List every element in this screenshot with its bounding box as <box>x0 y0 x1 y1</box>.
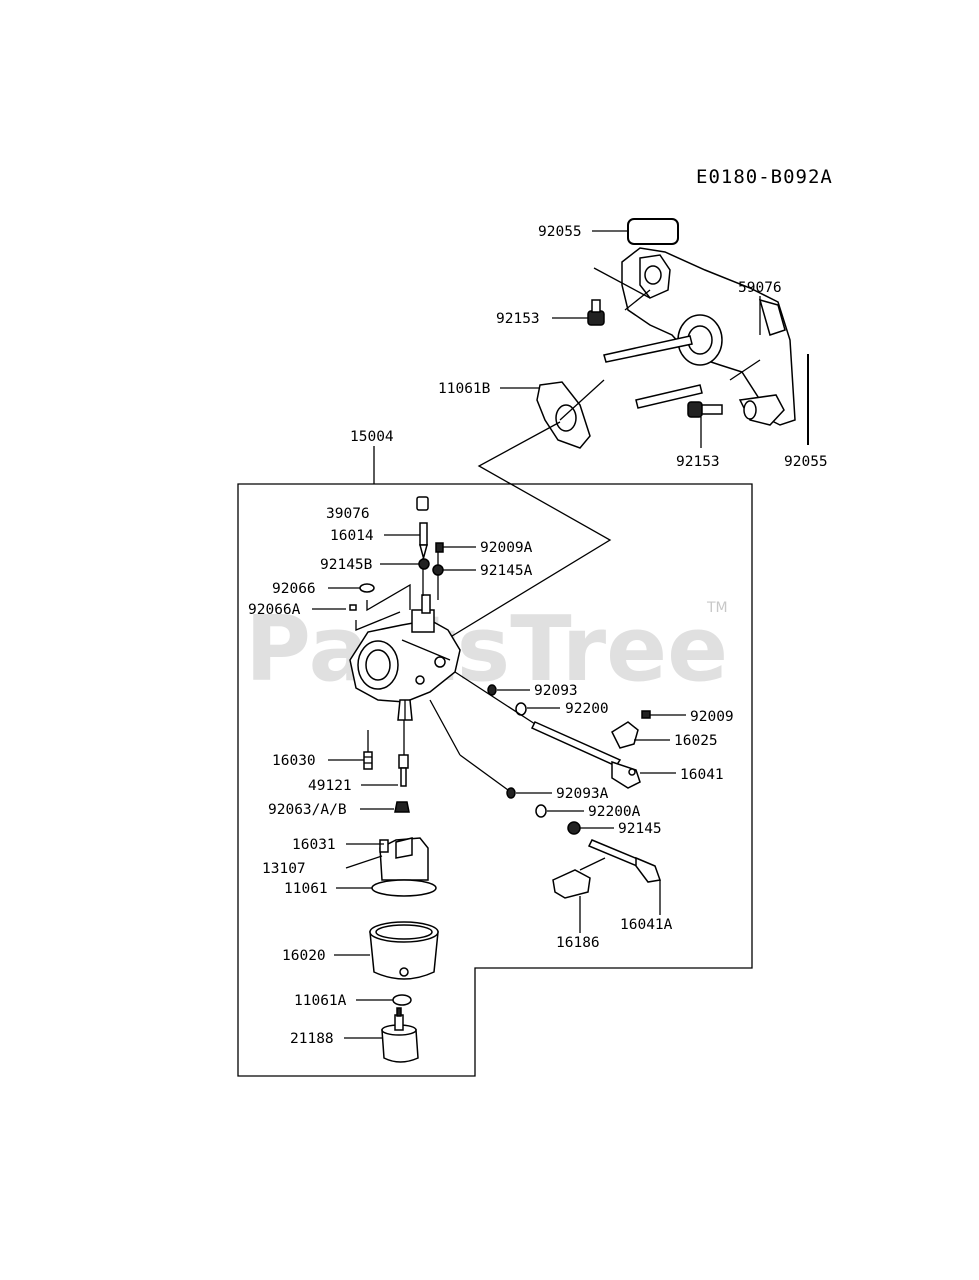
spring-92145B <box>418 558 430 570</box>
callout-11061: 11061 <box>284 881 328 897</box>
choke-shaft-16041A <box>587 839 662 883</box>
spring-92145 <box>567 821 581 835</box>
gasket-11061 <box>371 879 437 897</box>
callout-92055-side: 92055 <box>784 454 828 470</box>
carburetor-assembly-outline <box>237 483 753 1077</box>
spring-92145A <box>432 564 444 576</box>
gasket-11061B <box>536 381 591 449</box>
callout-16025: 16025 <box>674 733 718 749</box>
callout-92066: 92066 <box>272 581 316 597</box>
leader-92066-link <box>366 583 411 612</box>
carburetor-body <box>349 594 461 721</box>
solenoid-21188 <box>381 1007 419 1063</box>
callout-92145B: 92145B <box>320 557 373 573</box>
stud-upper <box>603 335 693 363</box>
callout-13107: 13107 <box>262 861 306 877</box>
leader-gasket-axis <box>559 379 605 421</box>
callout-16031: 16031 <box>292 837 336 853</box>
callout-39076: 39076 <box>326 506 370 522</box>
callout-92009A: 92009A <box>480 540 533 556</box>
callout-11061B: 11061B <box>438 381 491 397</box>
intake-manifold-59076 <box>621 247 796 426</box>
callout-92145: 92145 <box>618 821 662 837</box>
o-ring-92055 <box>627 218 679 245</box>
stud-lower <box>635 384 703 409</box>
callout-92200: 92200 <box>565 701 609 717</box>
callout-16014: 16014 <box>330 528 374 544</box>
float-16031 <box>379 837 429 881</box>
pin-13107 <box>345 855 383 869</box>
throttle-plate-16025 <box>611 721 639 749</box>
leader-choke-axis-a <box>429 699 461 756</box>
throttle-shaft-16041 <box>530 721 641 789</box>
callout-16030: 16030 <box>272 753 316 769</box>
callout-16041: 16041 <box>680 767 724 783</box>
tube-49121 <box>398 754 409 787</box>
callout-59076: 59076 <box>738 280 782 296</box>
callout-92093: 92093 <box>534 683 578 699</box>
callout-16041A: 16041A <box>620 917 673 933</box>
cap-39076 <box>416 496 429 511</box>
needle-16014 <box>419 522 428 561</box>
jet-16030 <box>363 751 373 770</box>
bolt-92153-right <box>687 401 723 418</box>
callout-92063-a-b: 92063/A/B <box>268 802 347 818</box>
jet-92063 <box>394 801 410 813</box>
callout-21188: 21188 <box>290 1031 334 1047</box>
float-bowl-16020 <box>369 921 439 980</box>
callout-16186: 16186 <box>556 935 600 951</box>
o-ring-92066 <box>359 583 375 593</box>
callout-49121: 49121 <box>308 778 352 794</box>
leader-59076-bolt <box>593 267 651 299</box>
bolt-92153-left <box>587 299 605 326</box>
callout-11061A: 11061A <box>294 993 347 1009</box>
choke-plate-16186 <box>552 869 591 899</box>
watermark-trademark: TM <box>706 600 728 616</box>
leader-92066A-link <box>355 611 401 631</box>
callout-92153-right: 92153 <box>676 454 720 470</box>
diagram-code: E0180-B092A <box>696 166 833 188</box>
alignment-leader <box>451 421 612 637</box>
callout-92200A: 92200A <box>588 804 641 820</box>
o-ring-92066A <box>349 604 357 611</box>
leader-throttle-axis <box>454 671 536 725</box>
leader-16186-axis <box>579 857 606 871</box>
washer-92093 <box>487 684 497 696</box>
seal-92200A <box>535 804 547 818</box>
washer-92093A <box>506 787 516 799</box>
callout-92009: 92009 <box>690 709 734 725</box>
screw-92009A <box>435 542 476 553</box>
leader-choke-axis-b <box>459 754 509 791</box>
washer-11061A <box>392 994 412 1006</box>
watermark-text: PartsTree <box>245 597 728 702</box>
callout-92066A: 92066A <box>248 602 301 618</box>
screw-92009 <box>641 710 651 719</box>
callout-15004: 15004 <box>350 429 394 445</box>
callout-92055-top: 92055 <box>538 224 582 240</box>
callout-16020: 16020 <box>282 948 326 964</box>
callout-92145A: 92145A <box>480 563 533 579</box>
callout-92153-left: 92153 <box>496 311 540 327</box>
callout-92093A: 92093A <box>556 786 609 802</box>
